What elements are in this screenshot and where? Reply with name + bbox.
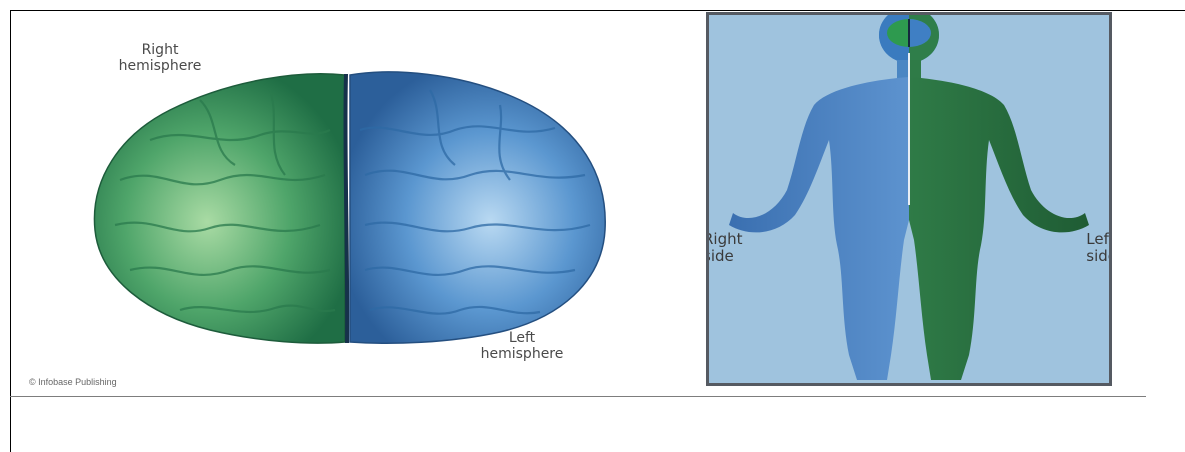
left-hemisphere-shape (350, 72, 605, 343)
left-hemisphere-label: Left hemisphere (442, 330, 602, 362)
credit-text: © Infobase Publishing (29, 377, 117, 387)
brain-illustration (60, 30, 640, 370)
frame-top-border (10, 10, 1185, 11)
frame-left-border (10, 10, 11, 452)
right-side-body-shape (729, 77, 909, 380)
right-hemisphere-shape (94, 74, 345, 343)
human-body-icon (709, 15, 1109, 383)
body-panel: Right side Left side (706, 12, 1112, 386)
left-side-body-shape (909, 77, 1089, 380)
left-side-label: Left side (1086, 231, 1112, 265)
right-hemisphere-label: Right hemisphere (90, 42, 230, 74)
right-side-label: Right side (706, 231, 743, 265)
bottom-rule (10, 396, 1146, 397)
brain-icon (60, 30, 640, 370)
